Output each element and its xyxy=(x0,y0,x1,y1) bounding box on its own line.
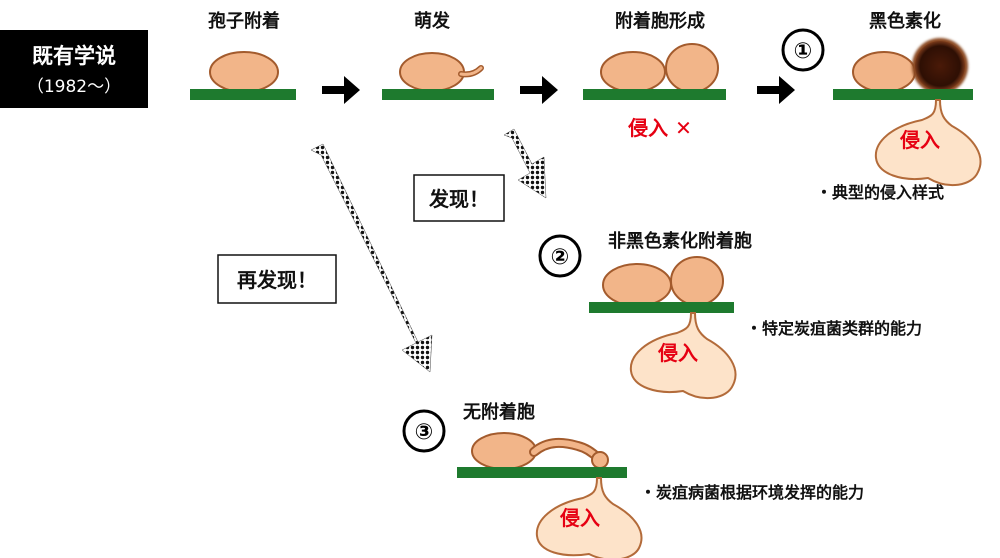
arrow-right xyxy=(322,76,360,104)
legacy-years: （1982～） xyxy=(27,77,121,97)
note-typical-invasion: ・典型的侵入样式 xyxy=(816,183,944,202)
branch3-title: 无附着胞 xyxy=(463,401,535,423)
number-1-marker xyxy=(781,28,825,72)
leaf-surface xyxy=(833,89,973,100)
spore xyxy=(471,432,537,470)
spore xyxy=(602,263,672,307)
legacy-box-bg xyxy=(0,30,148,108)
arrow-right xyxy=(757,76,795,104)
leaf-surface xyxy=(583,89,726,100)
refound-label: 再发现！ xyxy=(237,268,317,292)
found-label: 发现！ xyxy=(428,187,489,211)
marker-1-text: ① xyxy=(794,39,813,64)
invasion-hyphae xyxy=(629,312,737,400)
germ-tube xyxy=(459,66,483,76)
stage-appressorium-formation: 附着胞形成 侵入 ✕ xyxy=(583,10,726,140)
invasion-hyphae xyxy=(874,99,982,187)
dotted-arrow-to-branch2 xyxy=(503,128,547,199)
no-invasion-label: 侵入 ✕ xyxy=(627,116,692,140)
leaf-surface xyxy=(382,89,494,100)
stage-title-melanization: 黑色素化 xyxy=(869,10,941,32)
spore xyxy=(209,51,279,93)
note-specific-group: ・特定炭疽菌类群的能力 xyxy=(746,319,922,338)
leaf-surface xyxy=(457,467,627,478)
legacy-theory-box: 既有学说 （1982～） xyxy=(0,30,148,108)
non-melanized-appressorium xyxy=(670,256,724,306)
leaf-surface xyxy=(190,89,296,100)
stage-germination: 萌发 xyxy=(382,10,494,100)
spore xyxy=(852,51,916,93)
found-box xyxy=(413,174,505,222)
stage-spore-attachment: 孢子附着 xyxy=(190,10,296,100)
invasion-label: 侵入 xyxy=(559,506,600,530)
invasion-label: 侵入 xyxy=(899,128,940,152)
number-3-marker xyxy=(402,409,446,453)
branch-no-appressorium: ③ 无附着胞 侵入 ・炭疽病菌根据环境发挥的能力 xyxy=(402,401,864,558)
melanized-appressorium xyxy=(915,41,965,91)
spore xyxy=(399,52,465,92)
invasion-hyphae xyxy=(535,477,643,558)
legacy-title: 既有学说 xyxy=(32,44,116,68)
discovery-arrow: 发现！ xyxy=(413,128,547,222)
stage-title-appressorium: 附着胞形成 xyxy=(615,10,705,32)
spore xyxy=(600,51,666,93)
stage-melanization: ① 黑色素化 侵入 ・典型的侵入样式 xyxy=(781,10,982,202)
appressorium xyxy=(665,43,719,93)
refound-box xyxy=(217,254,337,304)
leaf-surface xyxy=(589,302,734,313)
branch-non-melanized: ② 非黑色素化附着胞 侵入 ・特定炭疽菌类群的能力 xyxy=(538,230,922,400)
note-environment-dependent: ・炭疽病菌根据环境发挥的能力 xyxy=(640,483,864,502)
number-2-marker xyxy=(538,234,582,278)
marker-3-text: ③ xyxy=(415,420,434,445)
hyphal-tip xyxy=(591,451,609,469)
invasion-label: 侵入 xyxy=(657,341,698,365)
rediscovery-arrow: 再发现！ xyxy=(217,143,433,373)
marker-2-text: ② xyxy=(551,245,570,270)
arrow-right xyxy=(520,76,558,104)
germ-tube xyxy=(531,439,601,461)
stage-title-germination: 萌发 xyxy=(414,10,451,32)
branch2-title: 非黑色素化附着胞 xyxy=(608,230,752,252)
dotted-arrow-to-branch3 xyxy=(310,143,433,373)
stage-title-spore: 孢子附着 xyxy=(208,10,280,32)
